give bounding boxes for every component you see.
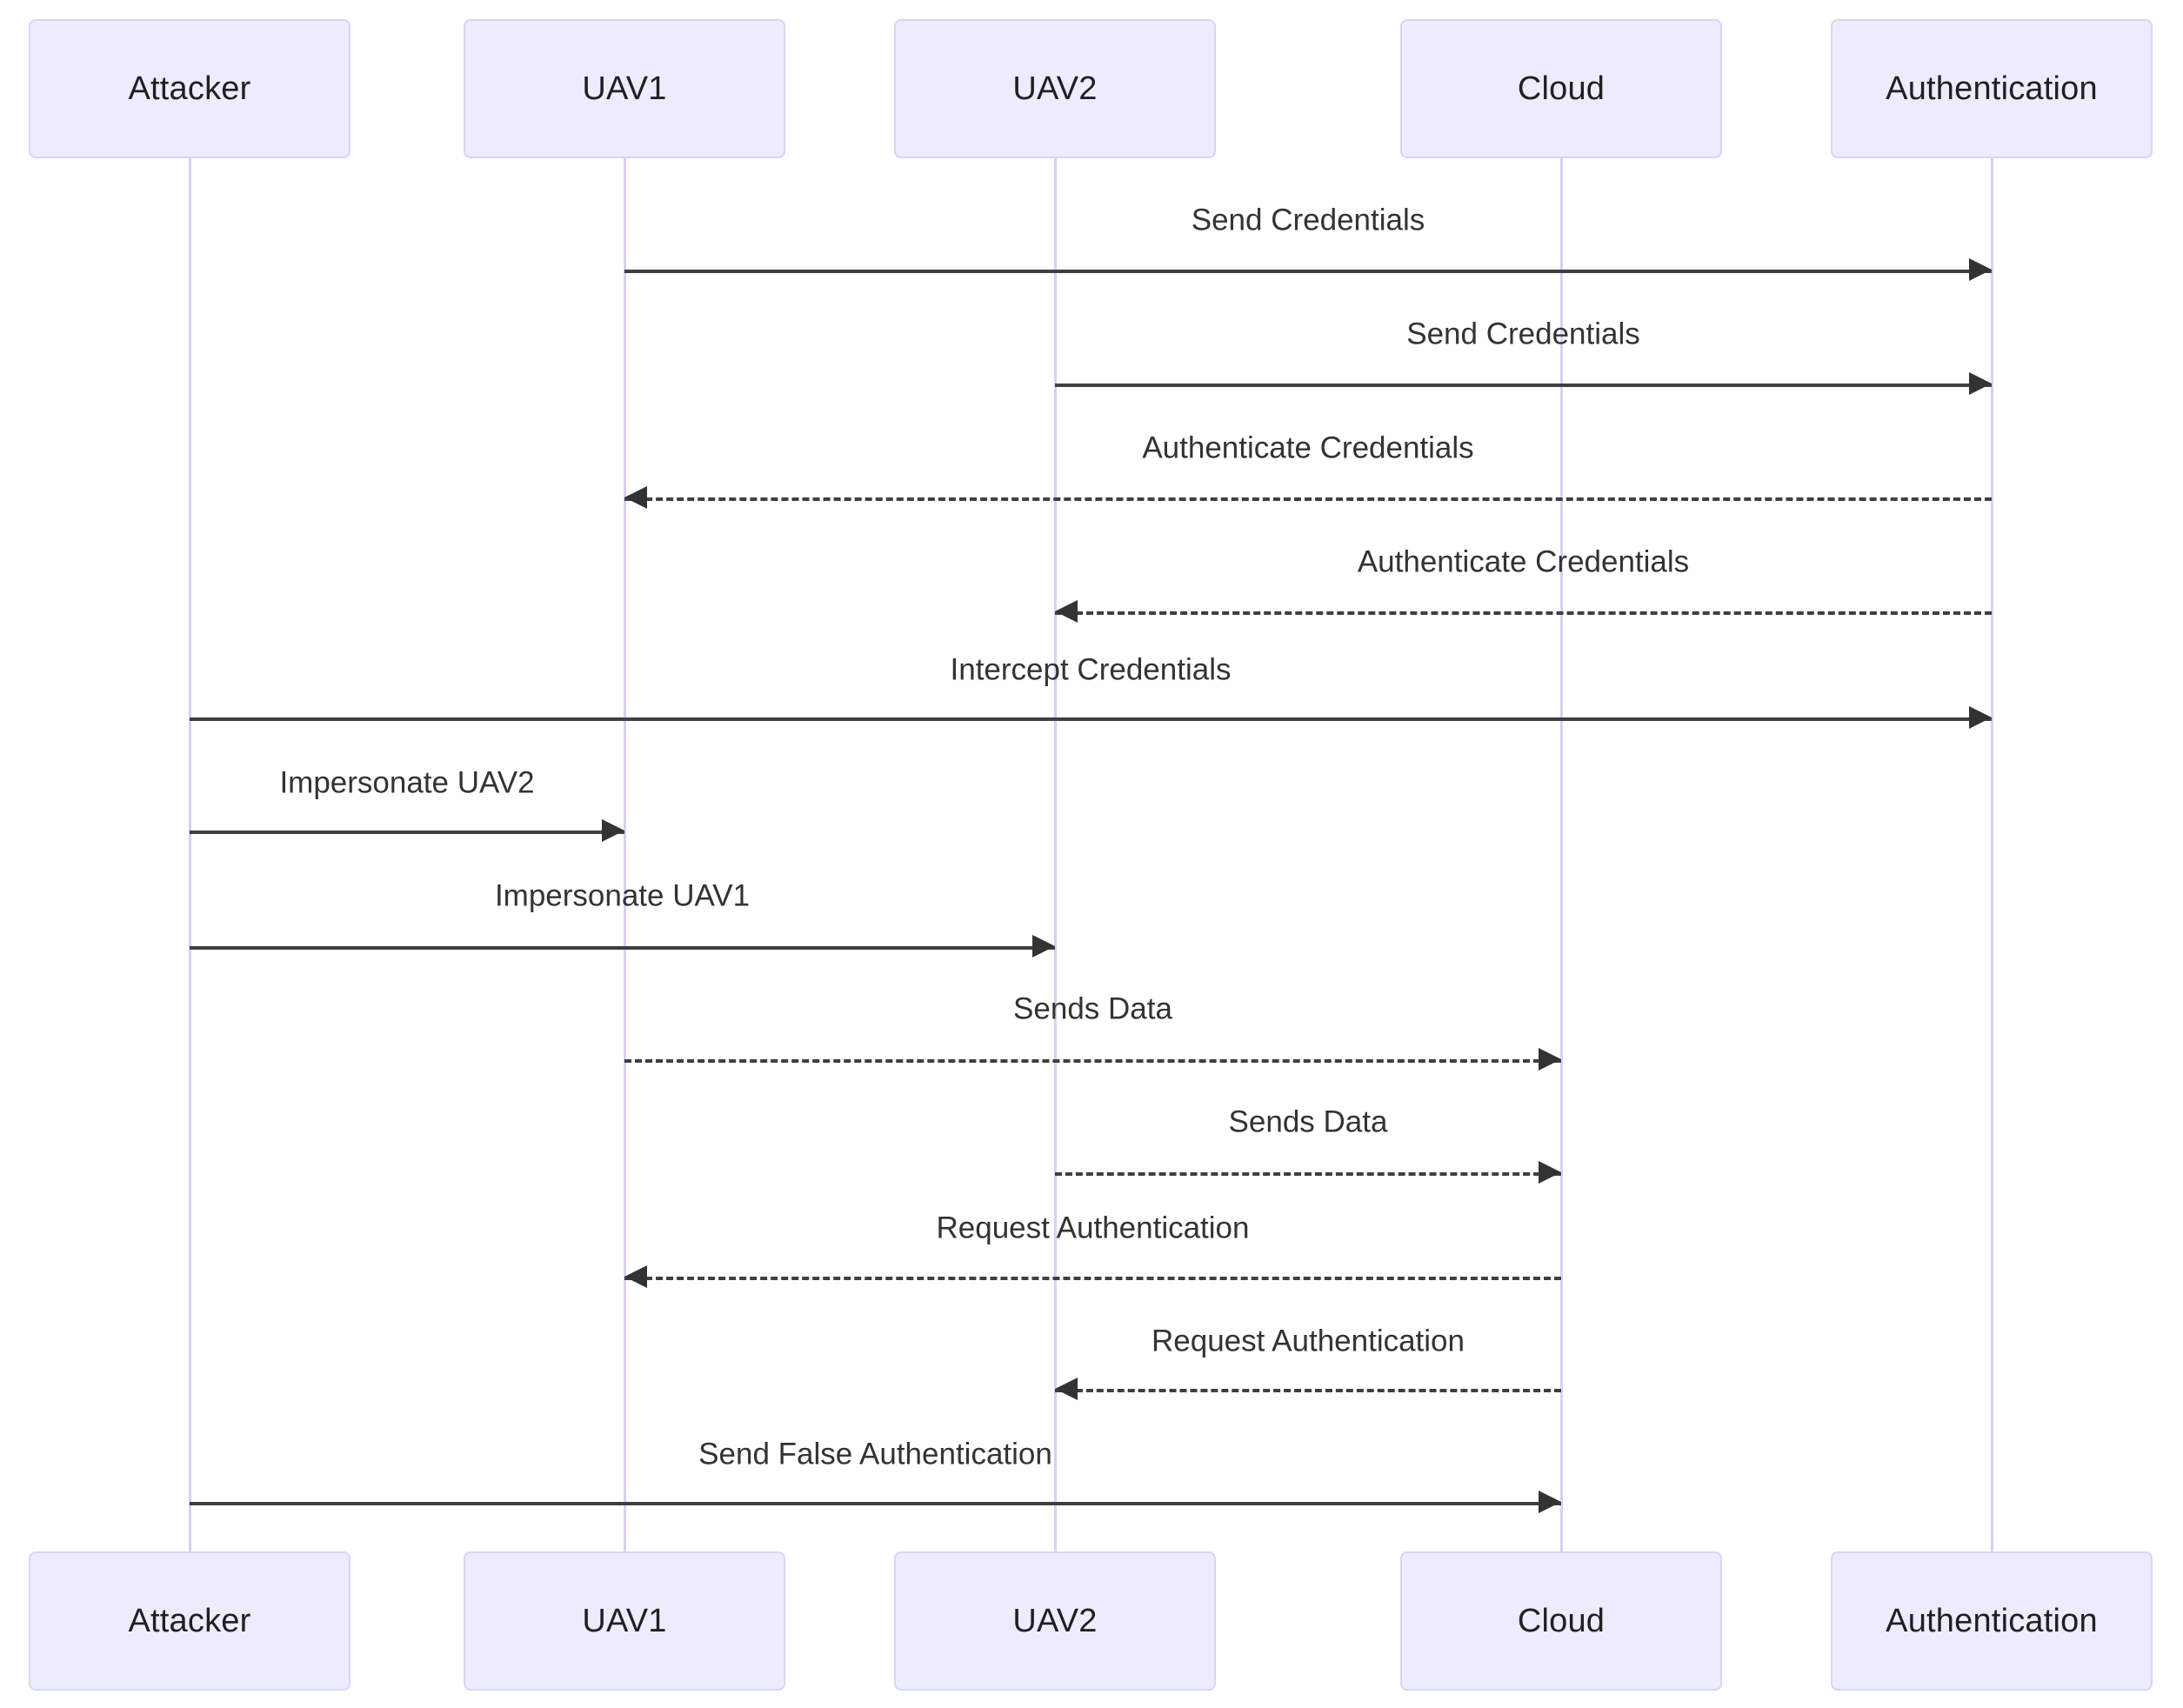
message-label-11: Request Authentication <box>1152 1324 1465 1358</box>
message-label-5: Intercept Credentials <box>950 652 1232 687</box>
message-label-9: Sends Data <box>1228 1104 1388 1139</box>
message-arrowhead-6 <box>602 819 624 842</box>
participant-label-attacker: Attacker <box>128 1603 251 1639</box>
message-label-3: Authenticate Credentials <box>1142 430 1474 465</box>
participant-label-uav1: UAV1 <box>582 1603 667 1639</box>
participant-label-cloud: Cloud <box>1517 70 1606 107</box>
participant-label-attacker: Attacker <box>128 70 251 107</box>
participant-box-uav1-bottom[interactable]: UAV1 <box>464 1551 785 1691</box>
message-label-4: Authenticate Credentials <box>1357 544 1690 579</box>
lifeline-attacker <box>189 158 191 1551</box>
participant-label-auth: Authentication <box>1886 1603 2098 1639</box>
message-arrowhead-4 <box>1055 600 1078 623</box>
message-line-11 <box>1055 1389 1561 1392</box>
participant-box-attacker-top[interactable]: Attacker <box>29 19 350 158</box>
participant-box-uav1-top[interactable]: UAV1 <box>464 19 785 158</box>
message-label-8: Sends Data <box>1013 991 1172 1026</box>
message-line-2 <box>1055 384 1992 387</box>
message-arrowhead-7 <box>1032 935 1055 957</box>
participant-label-auth: Authentication <box>1886 70 2098 107</box>
lifeline-uav2 <box>1054 158 1057 1551</box>
lifeline-uav1 <box>624 158 626 1551</box>
message-label-10: Request Authentication <box>936 1211 1250 1245</box>
message-line-7 <box>190 946 1055 950</box>
lifeline-auth <box>1991 158 1993 1551</box>
message-arrowhead-2 <box>1969 372 1992 395</box>
participant-label-uav1: UAV1 <box>582 70 667 107</box>
participant-label-uav2: UAV2 <box>1012 1603 1098 1639</box>
message-arrowhead-5 <box>1969 706 1992 729</box>
message-line-3 <box>624 497 1992 501</box>
message-label-12: Send False Authentication <box>698 1437 1052 1471</box>
message-label-1: Send Credentials <box>1191 203 1425 237</box>
message-line-9 <box>1055 1172 1561 1176</box>
participant-label-cloud: Cloud <box>1517 1603 1606 1639</box>
message-line-12 <box>190 1502 1561 1505</box>
participant-box-auth-top[interactable]: Authentication <box>1831 19 2153 158</box>
message-label-7: Impersonate UAV1 <box>494 878 751 913</box>
message-line-5 <box>190 717 1992 721</box>
participant-box-auth-bottom[interactable]: Authentication <box>1831 1551 2153 1691</box>
message-arrowhead-9 <box>1539 1161 1561 1184</box>
message-line-1 <box>624 270 1992 273</box>
message-arrowhead-11 <box>1055 1378 1078 1400</box>
message-arrowhead-10 <box>624 1265 647 1288</box>
participant-box-uav2-top[interactable]: UAV2 <box>894 19 1216 158</box>
message-label-2: Send Credentials <box>1406 317 1640 351</box>
message-line-6 <box>190 831 624 834</box>
participant-box-cloud-top[interactable]: Cloud <box>1400 19 1722 158</box>
message-arrowhead-3 <box>624 486 647 509</box>
participant-box-cloud-bottom[interactable]: Cloud <box>1400 1551 1722 1691</box>
message-label-6: Impersonate UAV2 <box>279 765 535 800</box>
message-line-4 <box>1055 611 1992 615</box>
message-line-10 <box>624 1277 1561 1280</box>
message-arrowhead-1 <box>1969 258 1992 281</box>
participant-box-attacker-bottom[interactable]: Attacker <box>29 1551 350 1691</box>
message-arrowhead-8 <box>1539 1048 1561 1071</box>
message-arrowhead-12 <box>1539 1491 1561 1513</box>
lifeline-cloud <box>1560 158 1563 1551</box>
message-line-8 <box>624 1059 1561 1063</box>
participant-box-uav2-bottom[interactable]: UAV2 <box>894 1551 1216 1691</box>
participant-label-uav2: UAV2 <box>1012 70 1098 107</box>
